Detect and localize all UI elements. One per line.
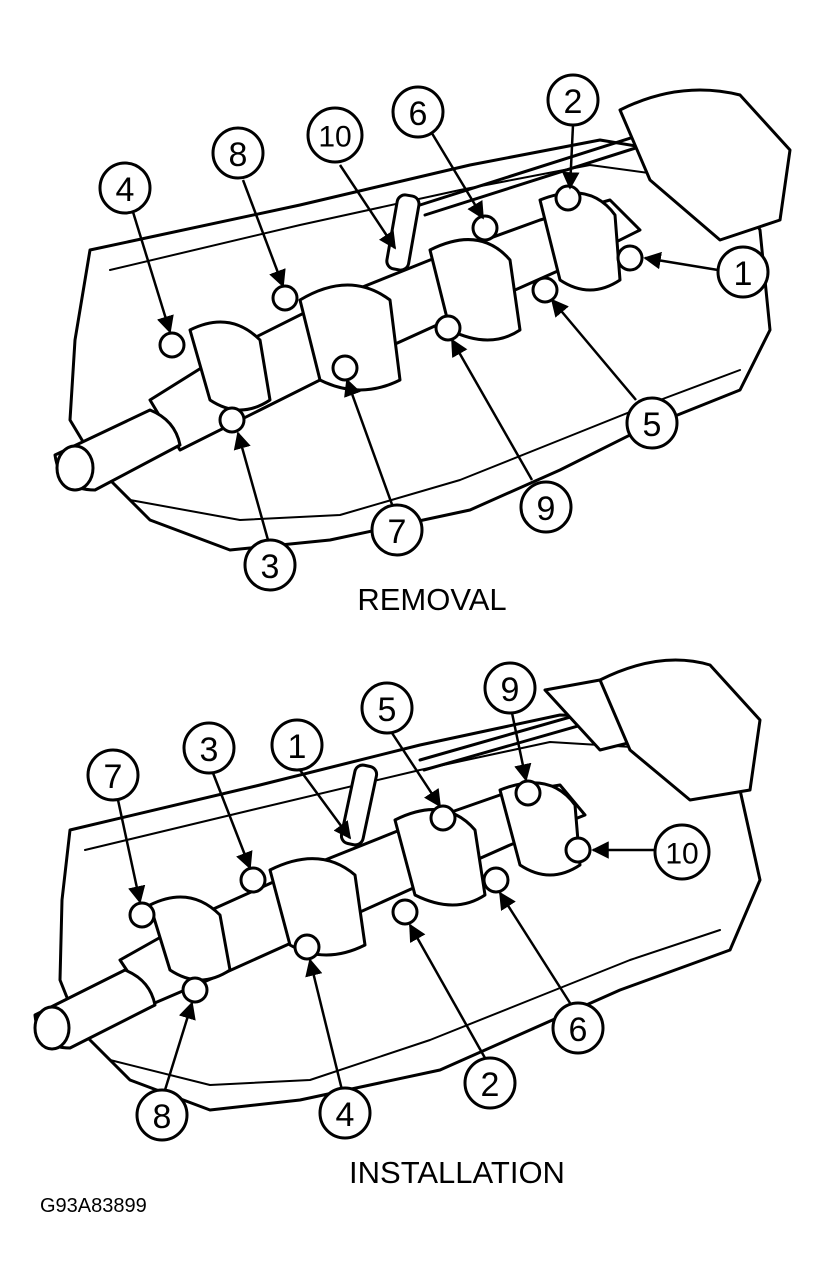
svg-text:2: 2 [481,1066,500,1104]
removal-callout-2: 2 [546,73,600,127]
removal-callout-4: 4 [98,161,152,215]
removal-caption: REMOVAL [357,582,506,617]
removal-callout-7: 7 [370,503,424,557]
svg-text:5: 5 [643,406,662,444]
svg-text:9: 9 [501,671,520,709]
removal-callout-5: 5 [625,396,679,450]
svg-text:8: 8 [153,1098,172,1136]
removal-callout-3: 3 [243,538,297,592]
svg-text:7: 7 [104,758,123,796]
svg-text:3: 3 [200,731,219,769]
svg-text:10: 10 [318,121,351,154]
svg-text:1: 1 [288,728,307,766]
removal-callout-9: 9 [519,480,573,534]
svg-text:4: 4 [116,171,135,209]
svg-text:4: 4 [336,1096,355,1134]
installation-leaders [116,712,655,1091]
installation-callout-10: 10 [653,823,711,881]
removal-illustration: 1 2 3 4 5 6 7 8 [53,73,792,617]
svg-text:2: 2 [564,83,583,121]
svg-text:5: 5 [378,691,397,729]
svg-text:8: 8 [229,136,248,174]
installation-callout-1: 1 [270,718,324,772]
installation-bolts [128,763,592,1004]
installation-callout-8: 8 [135,1088,189,1142]
svg-text:6: 6 [569,1011,588,1049]
removal-leaders [131,124,719,541]
removal-callout-8: 8 [211,126,265,180]
removal-bolts [158,184,644,434]
installation-callout-9: 9 [483,661,537,715]
installation-callout-7: 7 [86,748,140,802]
svg-text:9: 9 [537,490,556,528]
installation-callout-6: 6 [551,1001,605,1055]
figure-code: G93A83899 [40,1195,147,1217]
installation-callout-3: 3 [182,721,236,775]
svg-text:7: 7 [388,513,407,551]
svg-text:10: 10 [665,838,698,871]
removal-callout-1: 1 [716,245,770,299]
removal-callout-10: 10 [306,106,364,164]
installation-illustration: 1 2 3 4 5 6 7 8 [33,658,762,1190]
installation-callout-4: 4 [318,1086,372,1140]
svg-text:6: 6 [409,95,428,133]
svg-text:3: 3 [261,548,280,586]
svg-text:1: 1 [734,255,753,293]
installation-callout-5: 5 [360,681,414,735]
installation-callout-2: 2 [463,1056,517,1110]
removal-callout-6: 6 [391,85,445,139]
installation-caption: INSTALLATION [349,1155,565,1190]
